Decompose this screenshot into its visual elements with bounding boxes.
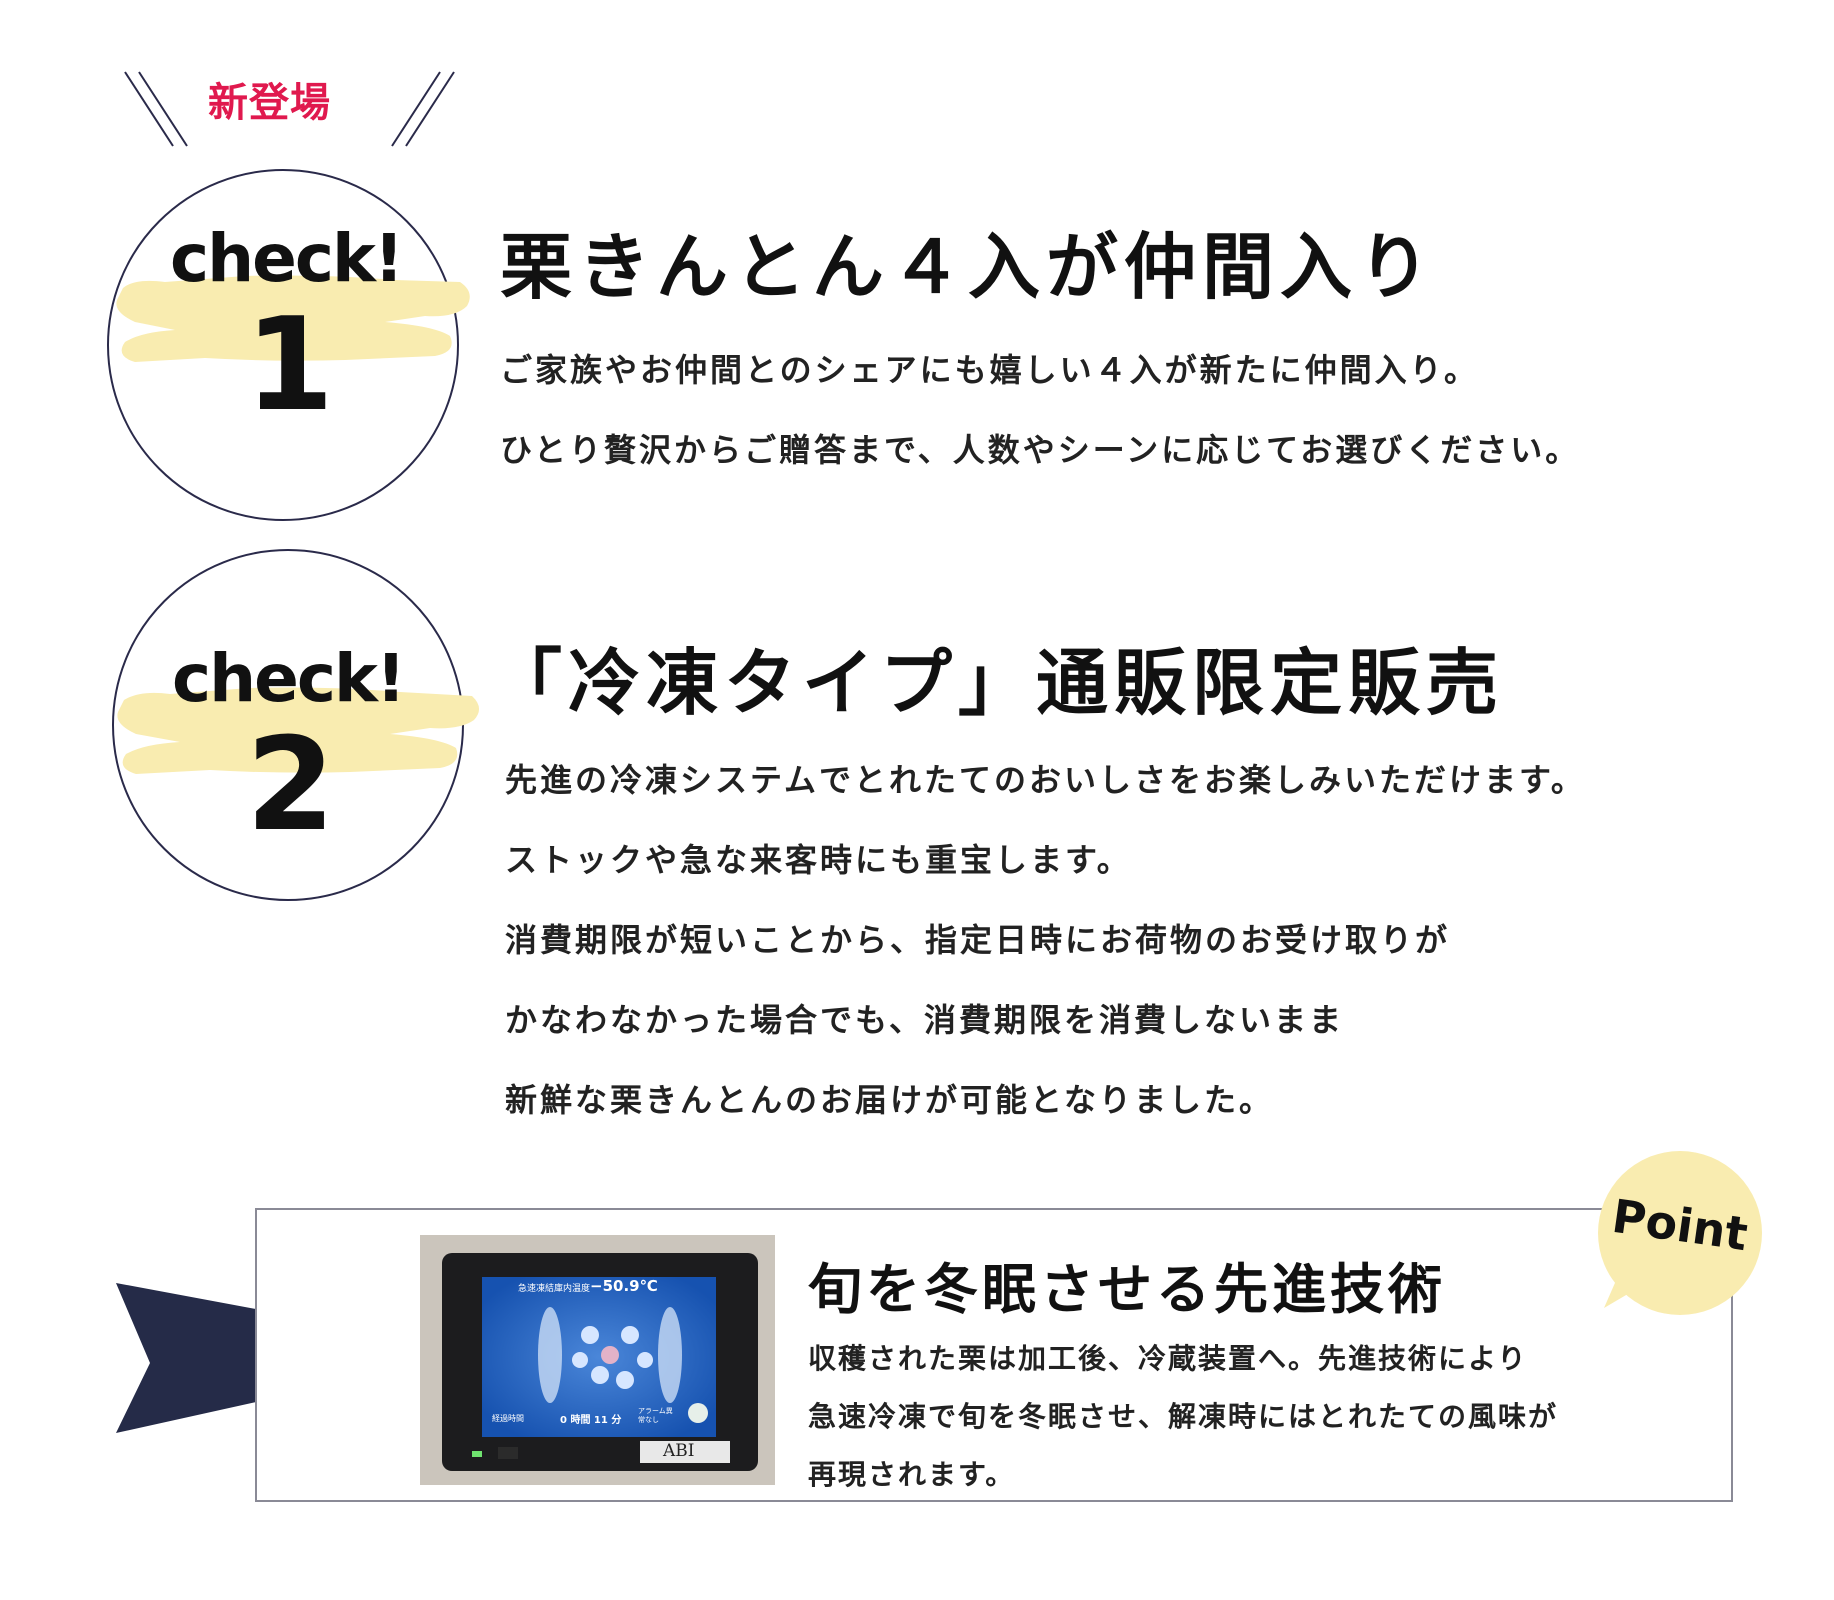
check-1-word: check! — [170, 220, 404, 297]
point-body: 収穫された栗は加工後、冷蔵装置へ。先進技術により 急速冷凍で旬を冬眠させ、解凍時… — [808, 1330, 1558, 1504]
section-1-line: ひとり贅沢からご贈答まで、人数やシーンに応じてお選びください。 — [500, 431, 1581, 469]
point-line: 急速冷凍で旬を冬眠させ、解凍時にはとれたての風味が — [808, 1400, 1559, 1433]
point-line: 収穫された栗は加工後、冷蔵装置へ。先進技術により — [808, 1342, 1528, 1375]
check-2-word: check! — [172, 640, 406, 717]
device-elapsed-label: 経過時間 — [492, 1414, 524, 1423]
freezer-controller-photo: 急速凍結庫内温度 −50.9℃ 経過時間 0 時間 11 分 アラーム異常なし … — [420, 1235, 775, 1485]
check-1-badge-graphic — [107, 71, 470, 521]
check-1-badge: 新登場 check! 1 — [95, 60, 475, 521]
device-brand: ABI — [663, 1441, 695, 1461]
check-1-number: 1 — [245, 291, 335, 440]
section-2-heading: 「冷凍タイプ」通販限定販売 — [490, 640, 1505, 725]
section-2-line: 消費期限が短いことから、指定日時にお荷物のお受け取りが — [505, 921, 1451, 959]
device-status-label: アラーム異常なし — [638, 1407, 673, 1424]
section-1-body: ご家族やお仲間とのシェアにも嬉しい４入が新たに仲間入り。 ひとり贅沢からご贈答ま… — [500, 330, 1580, 490]
section-2-body: 先進の冷凍システムでとれたてのおいしさをお楽しみいただけます。 ストックや急な来… — [505, 740, 1586, 1140]
freezer-device-icon — [420, 1235, 775, 1485]
device-elapsed-value: 0 時間 11 分 — [560, 1415, 622, 1426]
device-screen-title: 急速凍結庫内温度 — [518, 1284, 591, 1294]
section-1-line: ご家族やお仲間とのシェアにも嬉しい４入が新たに仲間入り。 — [500, 351, 1480, 389]
section-2-line: かなわなかった場合でも、消費期限を消費しないまま — [505, 1001, 1345, 1039]
point-line: 再現されます。 — [808, 1458, 1016, 1491]
section-2-line: 先進の冷凍システムでとれたてのおいしさをお楽しみいただけます。 — [505, 761, 1586, 799]
point-heading: 旬を冬眠させる先進技術 — [808, 1257, 1446, 1321]
section-2-line: ストックや急な来客時にも重宝します。 — [505, 841, 1132, 879]
section-1-heading: 栗きんとん４入が仲間入り — [500, 224, 1437, 309]
check-2-number: 2 — [246, 711, 336, 860]
point-speech-bubble-icon — [1598, 1151, 1762, 1315]
section-2-line: 新鮮な栗きんとんのお届けが可能となりました。 — [505, 1081, 1275, 1119]
device-temperature: −50.9℃ — [590, 1277, 658, 1295]
check-2-badge-graphic — [112, 549, 480, 901]
check-2-badge: check! 2 — [100, 540, 480, 920]
new-arrival-label: 新登場 — [208, 80, 331, 126]
